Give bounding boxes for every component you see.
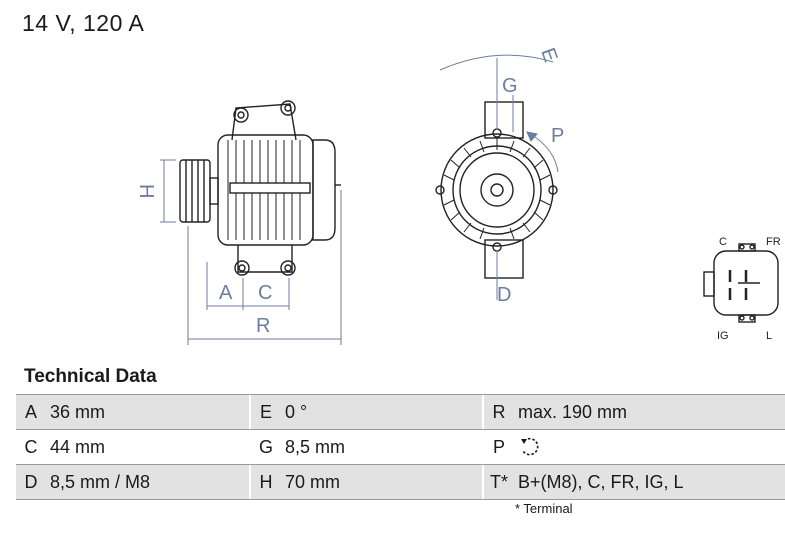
spec-value: 0 ° xyxy=(281,394,482,430)
table-row: D 8,5 mm / M8 H 70 mm T* B+(M8), C, FR, … xyxy=(16,464,785,500)
spec-key: H xyxy=(251,464,281,500)
dim-label-g: G xyxy=(502,75,518,97)
connector-label-c: C xyxy=(719,236,727,248)
dim-label-c: C xyxy=(258,282,272,304)
dim-label-h: H xyxy=(135,184,157,198)
spec-key: A xyxy=(16,394,46,430)
spec-key: P xyxy=(492,436,505,457)
spec-value: 44 mm xyxy=(50,436,106,457)
product-title: 14 V, 120 A xyxy=(22,10,145,36)
dim-label-p: P xyxy=(551,125,564,147)
clockwise-rotation-icon xyxy=(521,437,539,456)
connector-label-l: L xyxy=(766,330,772,342)
dim-label-r: R xyxy=(256,315,270,337)
dimension-lines xyxy=(160,159,342,345)
spec-value: 36 mm xyxy=(46,394,249,430)
connector-label-fr: FR xyxy=(766,236,781,248)
dim-label-e: E xyxy=(536,45,561,65)
alternator-drawing: H A C R G E P xyxy=(135,45,781,345)
alternator-side-view xyxy=(179,100,341,276)
spec-value-rotation xyxy=(514,430,785,465)
footnote: * Terminal xyxy=(515,501,573,516)
table-row: A 36 mm E 0 ° R max. 190 mm xyxy=(16,394,785,430)
spec-key: C xyxy=(24,436,38,457)
dim-label-d: D xyxy=(497,284,511,306)
section-title: Technical Data xyxy=(24,366,157,387)
alternator-front-view xyxy=(435,101,558,279)
spec-value: 70 mm xyxy=(281,464,482,500)
spec-key: T* xyxy=(484,464,514,500)
spec-key: G xyxy=(258,436,273,457)
connector-label-ig: IG xyxy=(717,330,729,342)
spec-value: 8,5 mm / M8 xyxy=(46,464,249,500)
spec-value: 8,5 mm xyxy=(285,436,346,457)
spec-value: max. 190 mm xyxy=(514,394,785,430)
table-row: C 44 mm G 8,5 mm P xyxy=(16,429,785,465)
spec-key: R xyxy=(484,394,514,430)
technical-data-table: A 36 mm E 0 ° R max. 190 mm C 44 mm G 8,… xyxy=(16,394,785,500)
connector-diagram xyxy=(703,243,779,323)
dim-label-a: A xyxy=(219,282,233,304)
spec-value: B+(M8), C, FR, IG, L xyxy=(514,464,785,500)
spec-key: E xyxy=(251,394,281,430)
spec-key: D xyxy=(16,464,46,500)
